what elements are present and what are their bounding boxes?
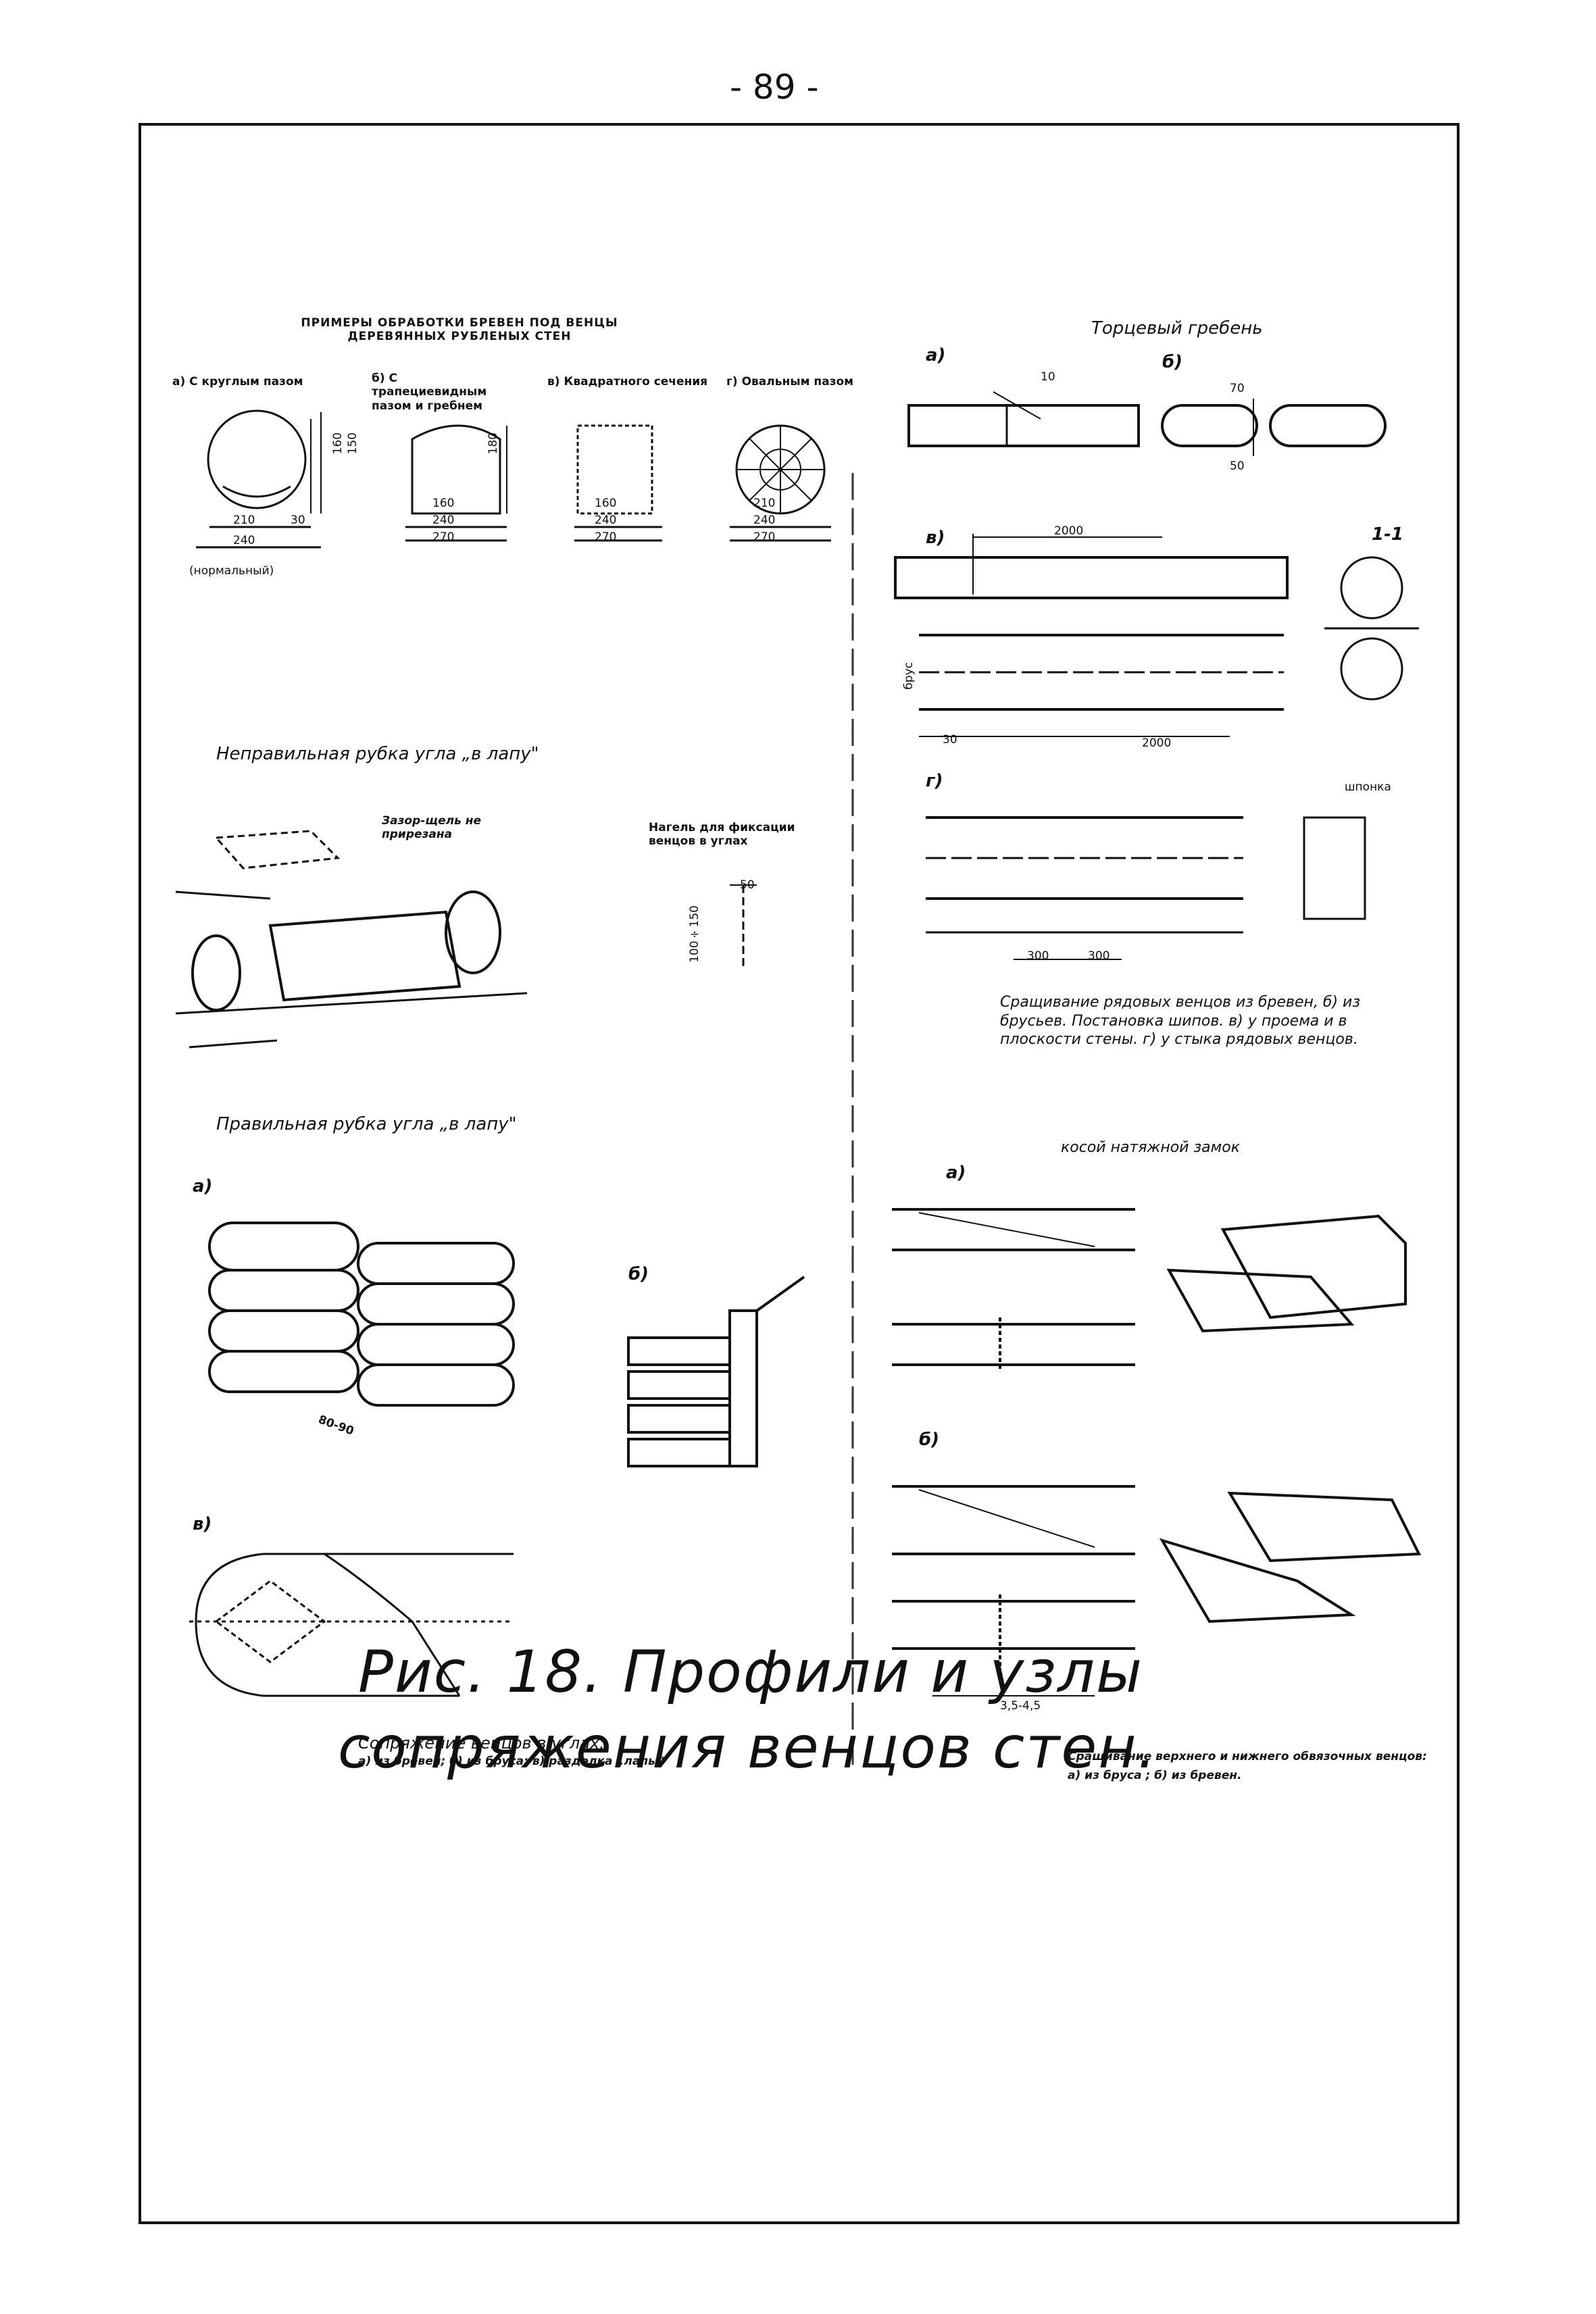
beam-section-drawing	[1324, 556, 1419, 701]
dowel-dim-50: 50	[740, 878, 755, 892]
figure-title-line2: сопряжения венцов стен.	[338, 1713, 1157, 1782]
profile-a-dim-150: 150	[346, 432, 359, 455]
wrong-corner-drawing	[175, 830, 528, 1049]
profile-b-label: б) С трапециевидным пазом и гребнем	[372, 372, 487, 413]
right-corner-caption: Правильная рубка угла „в лапу"	[216, 1114, 517, 1134]
tongue-a-drawing	[907, 391, 1140, 447]
profile-b-dim-270: 270	[432, 530, 455, 544]
right-corner-a-label: а)	[193, 1176, 213, 1197]
dowel-drawing	[730, 884, 757, 966]
tongue-heading: Торцевый гребень	[1091, 318, 1263, 338]
tongue-a-label: а)	[926, 345, 946, 366]
beam-g-drawing	[926, 816, 1366, 960]
shponka-label: шпонка	[1345, 780, 1391, 794]
wrong-corner-caption: Неправильная рубка угла „в лапу"	[216, 744, 539, 764]
profile-a-drawing	[196, 409, 322, 549]
beam-dim-300-left: 300	[1027, 949, 1049, 963]
profile-g-dim-270: 270	[753, 530, 776, 544]
beam-section-label: 1-1	[1372, 524, 1403, 545]
right-corner-a-drawing	[208, 1222, 515, 1407]
lock-a-label: а)	[946, 1163, 966, 1183]
page-number: - 89 -	[730, 68, 819, 107]
profile-b-dim-180: 180	[487, 432, 500, 455]
profile-g-label: г) Овальным пазом	[726, 375, 854, 388]
dowel-dim-100-150: 100÷150	[688, 905, 701, 963]
tongue-dim-50: 50	[1230, 459, 1245, 473]
beam-v-label: в)	[926, 528, 945, 548]
tongue-dim-70: 70	[1230, 382, 1245, 395]
beam-dim-30: 30	[943, 733, 957, 747]
profile-g-dim-240: 240	[753, 513, 776, 527]
profile-a-dim-210: 210	[233, 513, 255, 527]
figure-title: Рис. 18. Профили и узлы сопряжения венцо…	[338, 1635, 1157, 1786]
beam-v-drawing	[894, 534, 1289, 737]
profile-a-dim-160: 160	[331, 432, 345, 455]
tongue-b-drawing	[1161, 399, 1387, 456]
lock-b-drawing	[892, 1485, 1422, 1696]
profile-b-drawing	[405, 424, 507, 542]
profile-v-dim-270: 270	[595, 530, 617, 544]
profile-g-drawing	[730, 424, 831, 542]
profile-v-dim-240: 240	[595, 513, 617, 527]
profile-v-drawing	[574, 424, 662, 542]
lock-a-drawing	[892, 1208, 1407, 1372]
drawing-frame	[139, 123, 1460, 2224]
beam-g-label: г)	[926, 771, 943, 791]
profile-a-label: а) С круглым пазом	[172, 375, 303, 388]
figure-title-line1: Рис. 18. Профили и узлы	[358, 1638, 1144, 1706]
right-corner-b-drawing	[627, 1276, 805, 1467]
beam-dim-2000-bottom: 2000	[1142, 736, 1172, 750]
caption-left-line1: Сопряжение венцов в углах:	[358, 1734, 605, 1753]
dowel-caption: Нагель для фиксации венцов в углах	[649, 821, 795, 849]
profile-v-dim-160: 160	[595, 497, 617, 510]
profile-b-dim-240: 240	[432, 513, 455, 527]
lock-b-label: б)	[919, 1430, 940, 1450]
right-corner-v-label: в)	[193, 1514, 212, 1534]
beam-dim-2000-top: 2000	[1054, 524, 1084, 538]
gap-label: Зазор-щель не прирезана	[382, 814, 482, 842]
right-corner-v-drawing	[189, 1553, 514, 1697]
profile-g-dim-210: 210	[753, 497, 776, 510]
lock-heading: косой натяжной замок	[1061, 1139, 1240, 1156]
beam-side-label: брус	[902, 662, 916, 690]
caption-left-line2: а) из бревен; б) из бруса; в) разделка „…	[358, 1755, 665, 1768]
profile-a-dim-240: 240	[233, 534, 255, 547]
profiles-heading: ПРИМЕРЫ ОБРАБОТКИ БРЕВЕН ПОД ВЕНЦЫ ДЕРЕВ…	[301, 316, 618, 344]
profile-a-note: (нормальный)	[189, 564, 274, 578]
caption-right-line2: а) из бруса ; б) из бревен.	[1068, 1769, 1242, 1782]
caption-right-line1: Сращивание верхнего и нижнего обвязочных…	[1068, 1750, 1427, 1763]
profile-v-label: в) Квадратного сечения	[547, 375, 708, 388]
tongue-b-label: б)	[1162, 352, 1183, 372]
profile-a-dim-30: 30	[291, 513, 305, 527]
right-corner-b-label: б)	[628, 1264, 649, 1284]
profile-b-dim-160: 160	[432, 497, 455, 510]
lock-dim: 3,5-4,5	[1000, 1699, 1041, 1713]
beam-dim-300-right: 300	[1088, 949, 1110, 963]
beam-joint-caption: Сращивание рядовых венцов из бревен, б) …	[1000, 994, 1361, 1048]
tongue-dim-10: 10	[1041, 370, 1055, 384]
